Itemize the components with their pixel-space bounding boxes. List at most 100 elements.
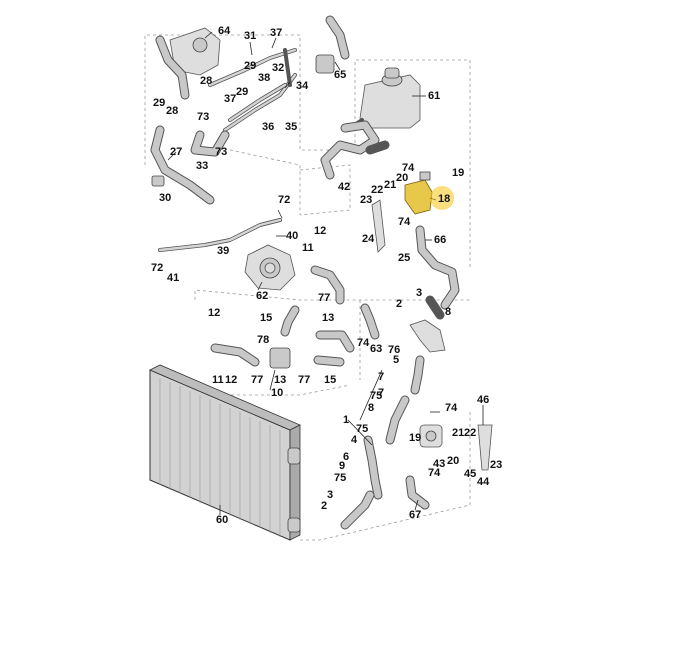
callout-31: 31 xyxy=(244,30,257,42)
hose-8 xyxy=(409,295,446,353)
callout-13: 13 xyxy=(322,312,335,324)
callout-3: 3 xyxy=(416,287,423,299)
callout-8: 8 xyxy=(368,402,375,414)
hose-66 xyxy=(415,225,460,310)
callout-9: 9 xyxy=(339,460,346,472)
callout-12: 12 xyxy=(208,307,221,319)
callout-67: 67 xyxy=(409,509,422,521)
callout-21: 21 xyxy=(384,179,397,191)
hose-63 xyxy=(360,303,380,340)
callout-44: 44 xyxy=(477,476,490,488)
callout-78: 78 xyxy=(257,334,270,346)
callout-43: 43 xyxy=(433,458,446,470)
hose-15-upper xyxy=(280,305,300,337)
callout-20: 20 xyxy=(447,455,460,467)
callout-4: 4 xyxy=(351,434,358,446)
callout-60: 60 xyxy=(216,514,229,526)
callout-29: 29 xyxy=(153,97,166,109)
callout-39: 39 xyxy=(217,245,230,257)
callout-12: 12 xyxy=(225,374,238,386)
callout-61: 61 xyxy=(428,90,441,102)
callout-10: 10 xyxy=(271,387,284,399)
callout-40: 40 xyxy=(286,230,299,242)
callout-75: 75 xyxy=(334,472,347,484)
callout-77: 77 xyxy=(298,374,311,386)
callout-63: 63 xyxy=(370,343,383,355)
thermostat-43 xyxy=(419,424,443,448)
hose-77-upper xyxy=(310,265,345,305)
callout-75: 75 xyxy=(356,423,369,435)
callout-1: 1 xyxy=(343,414,350,426)
callout-13: 13 xyxy=(274,374,287,386)
callout-45: 45 xyxy=(464,468,477,480)
callout-7: 7 xyxy=(378,371,385,383)
hose-67 xyxy=(405,475,430,510)
callout-73: 73 xyxy=(197,111,210,123)
coolant-expansion-tank xyxy=(348,67,421,130)
callout-62: 62 xyxy=(256,290,269,302)
callout-29: 29 xyxy=(244,60,257,72)
bracket-24 xyxy=(371,199,386,253)
callout-22: 22 xyxy=(371,184,384,196)
callout-64: 64 xyxy=(218,25,231,37)
callout-19: 19 xyxy=(409,432,422,444)
callout-74: 74 xyxy=(428,467,441,479)
coolant-pump-62 xyxy=(244,244,296,291)
highlight-callout-18 xyxy=(430,186,454,210)
callout-37: 37 xyxy=(270,27,283,39)
callout-5: 5 xyxy=(393,354,400,366)
callout-35: 35 xyxy=(285,121,298,133)
callout-74: 74 xyxy=(402,162,415,174)
radiator-60 xyxy=(149,364,301,541)
callout-46: 46 xyxy=(477,394,490,406)
callout-77: 77 xyxy=(318,292,331,304)
callout-33: 33 xyxy=(196,160,209,172)
callout-18: 18 xyxy=(438,193,451,205)
callout-76: 76 xyxy=(388,344,401,356)
leader-lines xyxy=(167,31,484,515)
callout-65: 65 xyxy=(334,69,347,81)
hose-33 xyxy=(190,130,230,157)
callout-27: 27 xyxy=(170,146,183,158)
callout-15: 15 xyxy=(324,374,337,386)
callout-11: 11 xyxy=(302,242,314,254)
callout-2: 2 xyxy=(396,298,403,310)
callout-8: 8 xyxy=(445,306,452,318)
callout-74: 74 xyxy=(445,402,458,414)
callout-6: 6 xyxy=(343,451,350,463)
callout-34: 34 xyxy=(296,80,309,92)
callout-15: 15 xyxy=(260,312,273,324)
callout-3: 3 xyxy=(327,489,334,501)
thermostat-housing xyxy=(155,27,221,100)
coolant-flange-18 xyxy=(404,171,433,215)
callout-42: 42 xyxy=(338,181,351,193)
callout-28: 28 xyxy=(200,75,213,87)
callout-11: 11 xyxy=(212,374,224,386)
callout-25: 25 xyxy=(398,252,411,264)
callout-24: 24 xyxy=(362,233,375,245)
callout-72: 72 xyxy=(151,262,164,274)
callout-38: 38 xyxy=(258,72,271,84)
callout-19: 19 xyxy=(452,167,465,179)
callout-23: 23 xyxy=(360,194,373,206)
callout-74: 74 xyxy=(398,216,411,228)
callout-29: 29 xyxy=(236,86,249,98)
callout-41: 41 xyxy=(167,272,180,284)
hoses-row-10 xyxy=(210,330,355,369)
callout-30: 30 xyxy=(159,192,172,204)
hose-chain-1 xyxy=(340,435,383,530)
bracket-44 xyxy=(477,424,493,471)
callout-7: 7 xyxy=(378,387,385,399)
hose-chain-7 xyxy=(385,355,425,445)
callout-32: 32 xyxy=(272,62,285,74)
callout-20: 20 xyxy=(396,172,409,184)
callout-36: 36 xyxy=(262,121,275,133)
pipe-39 xyxy=(158,218,282,252)
callout-75: 75 xyxy=(370,390,383,402)
callout-74: 74 xyxy=(357,337,370,349)
callout-22: 22 xyxy=(464,427,477,439)
callout-37: 37 xyxy=(224,93,237,105)
callout-72: 72 xyxy=(278,194,291,206)
callout-23: 23 xyxy=(490,459,503,471)
